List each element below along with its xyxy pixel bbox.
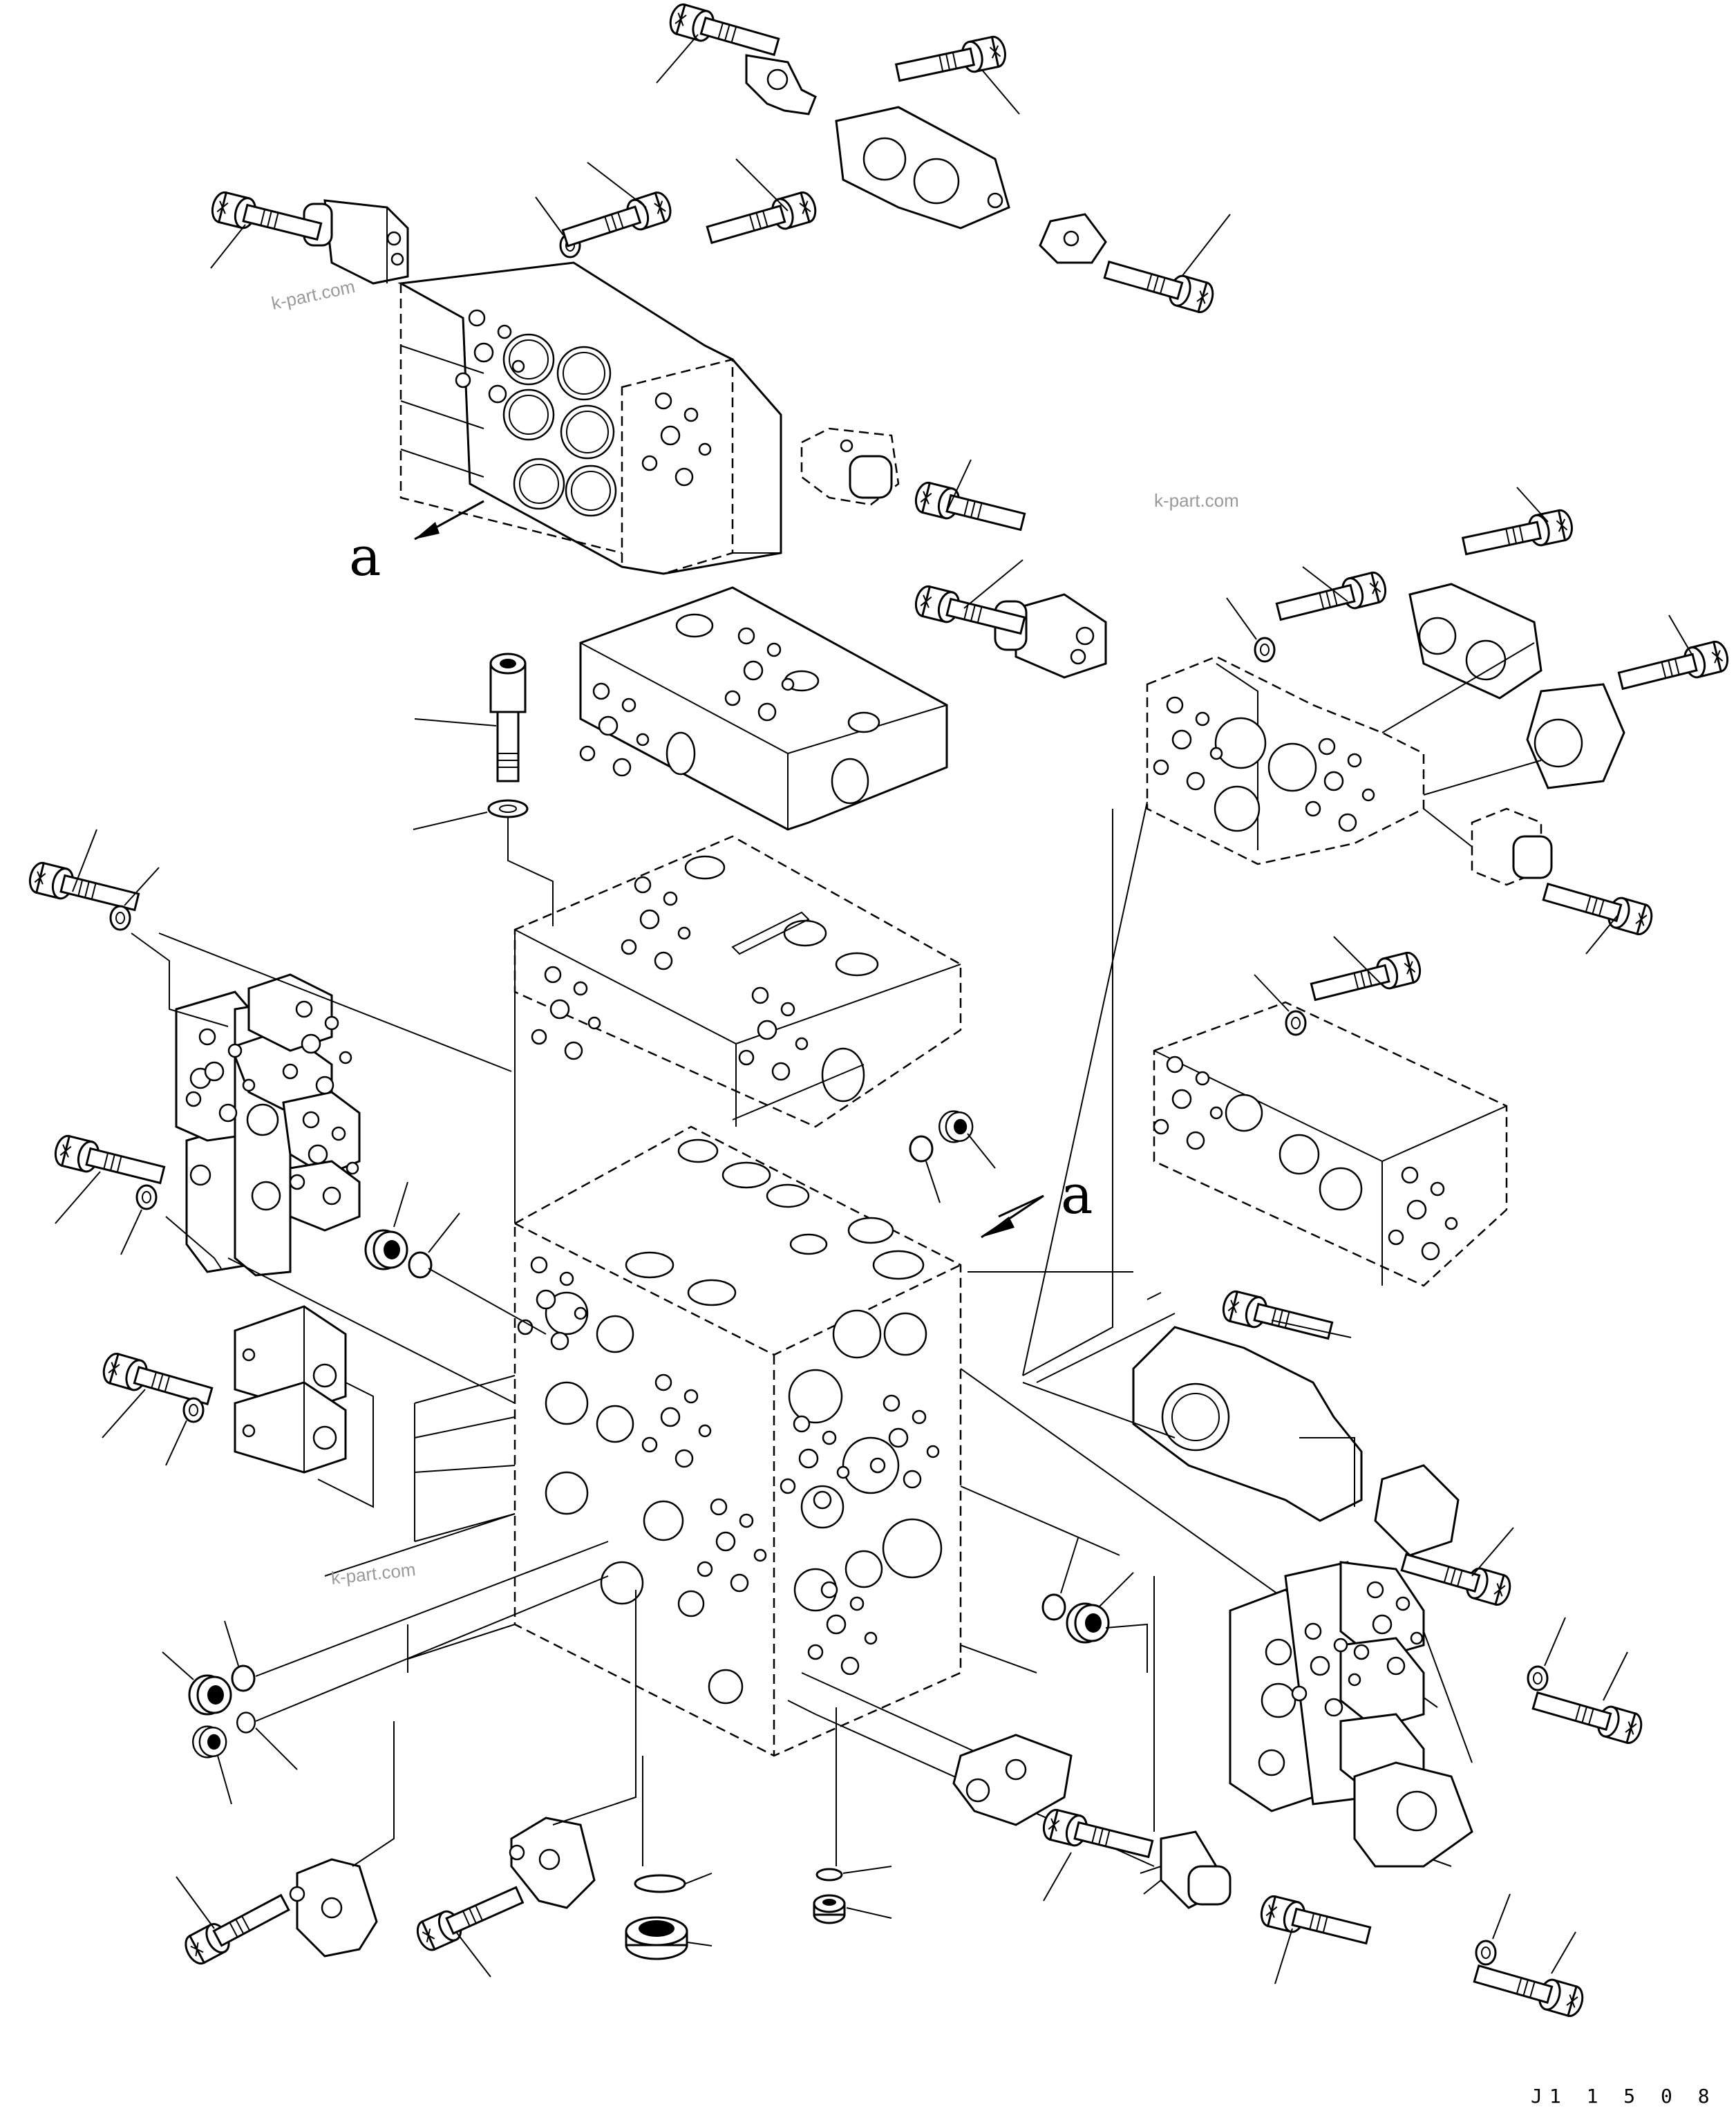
- main-body-side-ports: [780, 1309, 943, 1676]
- end-cover-right-round: [1526, 683, 1625, 789]
- main-valve-body: a: [513, 1125, 1093, 1757]
- end-cover-bottom-middle: [952, 1734, 1073, 1826]
- solenoid-valve-top: [745, 54, 817, 115]
- end-cover-right-bottom: [1353, 1761, 1473, 1868]
- center-upper-valve-section: [579, 586, 948, 831]
- end-cover-right-upper: [1408, 583, 1542, 700]
- center-middle-valve-section: [513, 835, 962, 1128]
- solenoid-valve-middle: [800, 427, 900, 506]
- o-ring-large: [634, 1874, 686, 1893]
- right-lower-valve-section: [1229, 1561, 1425, 1812]
- right-end-cover-assembly: [1132, 1326, 1460, 1557]
- left-lower-valve-section: [234, 1305, 347, 1474]
- right-upper-valve-section: [1146, 655, 1425, 865]
- end-cover-top: [835, 106, 1010, 229]
- o-ring-small: [815, 1868, 843, 1882]
- watermark: k-part.com: [330, 1559, 416, 1588]
- solenoid-valve-right-middle: [1471, 807, 1553, 886]
- solenoid-valve-right-upper: [994, 593, 1107, 679]
- end-cover-bottom-left: [289, 1858, 378, 1958]
- upper-left-valve-section: a k-part.com: [208, 1, 1239, 588]
- left-valve-section: [175, 973, 361, 1277]
- drawing-code: J1 1 5 0 8 0: [1531, 2085, 1736, 2108]
- solenoid-valve-small-right: [1039, 213, 1107, 264]
- view-label-a-main: a: [1061, 1164, 1093, 1226]
- solenoid-valve-bottom-right: [1140, 1830, 1232, 1909]
- solenoid-valve-upper-left: [303, 199, 409, 285]
- long-bolt-vertical: [489, 653, 527, 782]
- main-body-front-ports: [517, 1256, 767, 1705]
- watermark: k-part.com: [1154, 490, 1239, 511]
- view-label-a-top: a: [349, 526, 381, 588]
- right-middle-valve-section: [1153, 1001, 1508, 1287]
- watermark: k-part.com: [270, 276, 357, 314]
- end-cover-bottom-center: [509, 1817, 596, 1909]
